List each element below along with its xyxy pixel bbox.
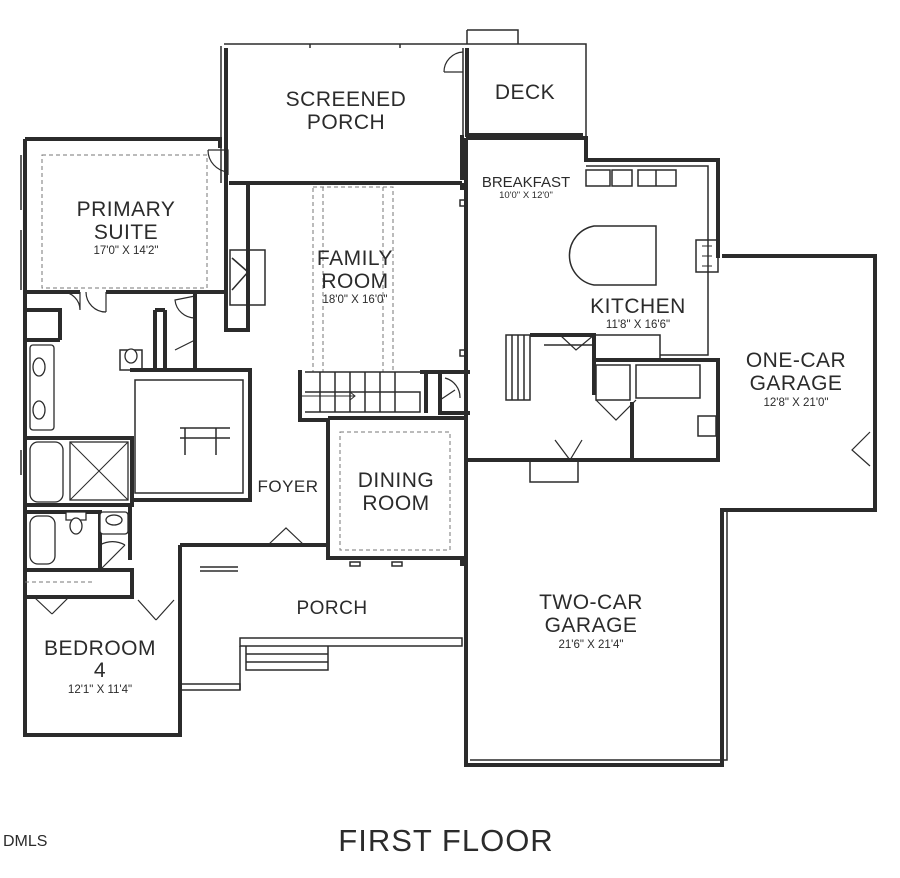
watermark-logo: DMLS <box>3 833 47 850</box>
room-name-primary-suite-line2: SUITE <box>94 221 158 244</box>
room-dims-one-car-garage: 12'8" X 21'0" <box>764 397 829 409</box>
room-name-family-room-line1: FAMILY <box>317 247 393 270</box>
plan-title: FIRST FLOOR <box>338 823 553 858</box>
room-name-dining-room-line1: DINING <box>358 469 435 492</box>
room-dims-primary-suite: 17'0" X 14'2" <box>94 245 159 257</box>
room-dims-breakfast: 10'0" X 12'0" <box>499 190 553 201</box>
room-dims-family-room: 18'0" X 16'0" <box>323 294 388 306</box>
bedroom-4-walls <box>25 505 181 621</box>
room-name-screened-porch-line1: SCREENED <box>286 88 407 111</box>
room-name-deck: DECK <box>495 81 555 104</box>
room-name-dining-room-line2: ROOM <box>362 492 429 515</box>
room-name-two-car-garage-line2: GARAGE <box>545 614 638 637</box>
room-name-kitchen: KITCHEN <box>590 295 686 318</box>
room-dims-bedroom-4: 12'1" X 11'4" <box>68 684 132 696</box>
family-room-walls <box>178 135 470 572</box>
room-name-bedroom-4-line2: 4 <box>94 659 106 682</box>
room-name-primary-suite-line1: PRIMARY <box>77 198 176 221</box>
room-name-family-room-line2: ROOM <box>321 270 388 293</box>
garage-walls <box>464 254 877 767</box>
primary-bath <box>25 308 252 507</box>
room-name-screened-porch-line2: PORCH <box>307 111 385 134</box>
room-name-porch: PORCH <box>296 598 367 619</box>
room-name-two-car-garage-line1: TWO-CAR <box>539 591 643 614</box>
room-name-bedroom-4-line1: BEDROOM <box>44 637 156 660</box>
room-name-one-car-garage-line2: GARAGE <box>750 372 843 395</box>
room-name-one-car-garage-line1: ONE-CAR <box>746 349 846 372</box>
room-name-foyer: FOYER <box>257 477 318 496</box>
room-dims-kitchen: 11'8" X 16'6" <box>606 319 670 331</box>
room-dims-two-car-garage: 21'6" X 21'4" <box>559 639 624 651</box>
porch-outline <box>179 637 463 691</box>
screened-porch-walls <box>220 29 587 183</box>
room-name-breakfast: BREAKFAST <box>482 174 570 191</box>
